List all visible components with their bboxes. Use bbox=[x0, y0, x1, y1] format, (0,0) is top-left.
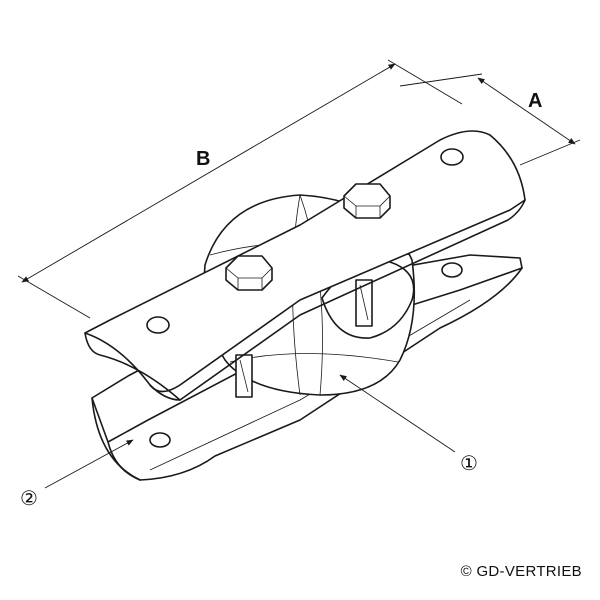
callout-1-label: ① bbox=[460, 451, 478, 475]
right-bolt-thread bbox=[359, 284, 369, 321]
dimension-b-line bbox=[21, 63, 396, 283]
callout-1: ① bbox=[339, 374, 478, 475]
lower-left-bolt-hole bbox=[149, 432, 171, 448]
upper-shell-edge bbox=[84, 199, 526, 401]
dimension-a-extension-top bbox=[399, 73, 483, 87]
callout-2-label: ② bbox=[20, 486, 38, 510]
dimension-b-label: B bbox=[196, 148, 210, 170]
copyright-text: GD-VERTRIEB bbox=[476, 563, 582, 580]
dimension-b: B bbox=[17, 59, 463, 319]
dimension-b-extension-left bbox=[17, 275, 91, 319]
callout-1-leader bbox=[339, 374, 456, 453]
bolt-heads bbox=[225, 183, 391, 291]
lower-shell-edge bbox=[91, 267, 523, 481]
upper-flange-plate bbox=[84, 130, 526, 393]
upper-shell-lip bbox=[149, 384, 181, 401]
bolt-shafts bbox=[235, 279, 373, 398]
copyright-notice: © GD-VERTRIEB bbox=[461, 563, 582, 580]
upper-clamp-half bbox=[84, 130, 526, 401]
copyright-symbol: © bbox=[460, 563, 472, 580]
lower-shell-crease bbox=[149, 299, 471, 471]
dimension-a-line bbox=[477, 77, 576, 145]
lower-shell-lip bbox=[107, 441, 141, 481]
callout-2-leader bbox=[44, 439, 134, 489]
dimension-a: A bbox=[399, 73, 581, 166]
left-hex-bolt-head bbox=[225, 255, 273, 291]
dimension-a-label: A bbox=[528, 90, 542, 112]
lower-right-bolt-hole bbox=[441, 262, 463, 278]
right-hex-bolt-head bbox=[343, 183, 391, 219]
left-bolt-thread bbox=[239, 359, 249, 393]
callout-2: ② bbox=[20, 439, 134, 510]
dimension-a-extension-bottom bbox=[519, 139, 581, 166]
upper-left-bolt-hole bbox=[146, 316, 170, 334]
upper-right-bolt-hole bbox=[440, 148, 464, 166]
